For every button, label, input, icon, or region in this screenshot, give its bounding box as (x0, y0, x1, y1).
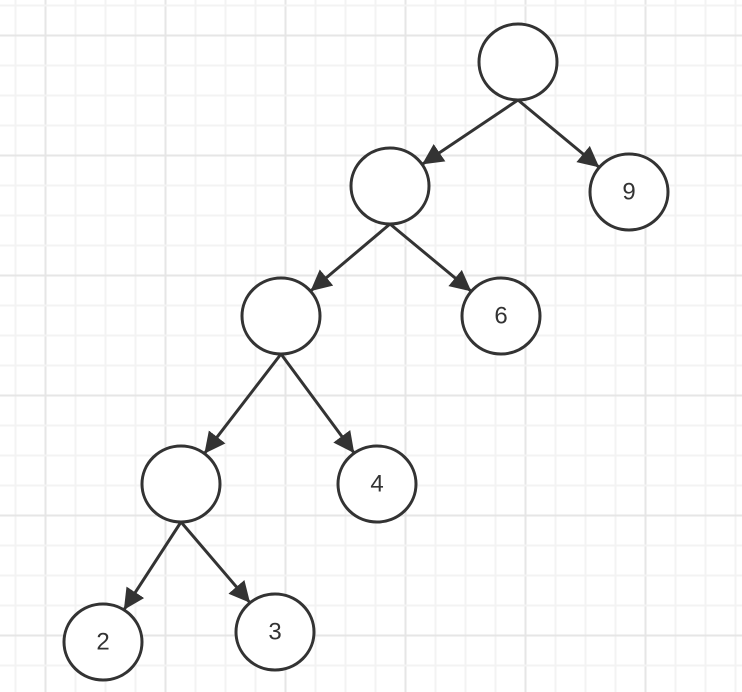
node-leaf-6: 6 (460, 276, 542, 356)
node-internal-2 (240, 276, 322, 356)
node-leaf-4-circle (336, 444, 418, 524)
edge-arrow-n2-leaf4 (279, 353, 356, 455)
node-leaf-3: 3 (234, 592, 316, 672)
tree-edges (122, 98, 601, 611)
node-leaf-2-label: 2 (96, 629, 109, 656)
node-internal-1 (349, 146, 431, 226)
node-leaf-2: 2 (62, 602, 144, 682)
node-root (477, 22, 559, 102)
node-leaf-9-circle (588, 152, 670, 232)
node-leaf-2-circle (62, 602, 144, 682)
node-internal-1-circle (349, 146, 431, 226)
node-internal-3-circle (140, 444, 222, 524)
node-internal-3 (140, 444, 222, 524)
node-internal-2-circle (240, 276, 322, 356)
node-leaf-4-label: 4 (370, 471, 383, 498)
edge-arrow-root-leaf9 (517, 98, 601, 169)
edge-arrow-root-n1 (421, 98, 519, 166)
edge-arrow-n2-n3 (203, 353, 283, 455)
node-leaf-4: 4 (336, 444, 418, 524)
edge-arrow-n3-leaf3 (179, 521, 252, 604)
node-leaf-3-label: 3 (268, 619, 281, 646)
edge-arrow-n3-leaf2 (122, 521, 183, 611)
node-leaf-9: 9 (588, 152, 670, 232)
node-leaf-6-label: 6 (494, 303, 507, 330)
node-root-circle (477, 22, 559, 102)
tree-nodes: 9 6 4 2 3 (62, 22, 670, 682)
node-leaf-6-circle (460, 276, 542, 356)
edge-arrow-n1-n2 (309, 222, 391, 293)
node-leaf-3-circle (234, 592, 316, 672)
edge-arrow-n1-leaf6 (389, 222, 473, 293)
node-leaf-9-label: 9 (622, 179, 635, 206)
